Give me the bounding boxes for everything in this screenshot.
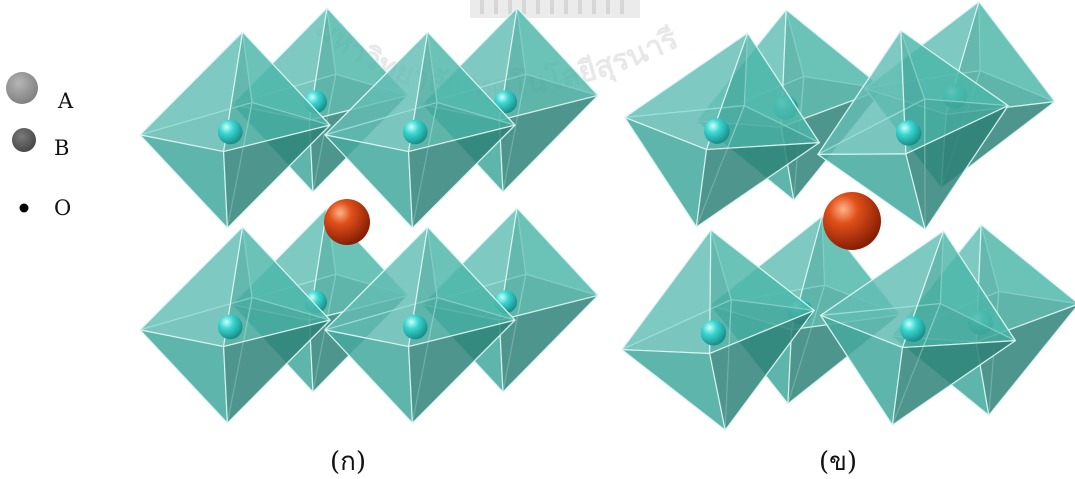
legend-label-o: O bbox=[54, 196, 71, 220]
panel-undistorted-perovskite bbox=[140, 8, 598, 423]
a-site-atom bbox=[823, 192, 881, 250]
legend-b-site-marker bbox=[12, 128, 36, 152]
b-site-atom bbox=[403, 315, 428, 340]
b-site-atom bbox=[403, 120, 428, 145]
caption-panel-b: (ข) bbox=[819, 447, 857, 477]
legend: A B O bbox=[6, 72, 74, 220]
legend-label-a: A bbox=[57, 89, 74, 113]
legend-oxygen-marker bbox=[20, 204, 29, 213]
b-site-atom bbox=[896, 120, 921, 145]
legend-label-b: B bbox=[54, 136, 69, 160]
octahedron-face-front bbox=[622, 230, 711, 354]
legend-a-site-marker bbox=[6, 72, 38, 104]
seal-emblem bbox=[470, 0, 640, 18]
b-site-atom bbox=[704, 118, 729, 143]
caption-panel-a: (ก) bbox=[330, 447, 366, 477]
b-site-atom bbox=[218, 315, 243, 340]
octahedron-face-front bbox=[622, 350, 725, 430]
b-site-atom bbox=[900, 316, 925, 341]
b-site-atom bbox=[218, 120, 243, 145]
b-site-atom bbox=[701, 320, 726, 345]
panel-tilted-perovskite bbox=[622, 2, 1075, 430]
a-site-atom bbox=[324, 199, 370, 245]
